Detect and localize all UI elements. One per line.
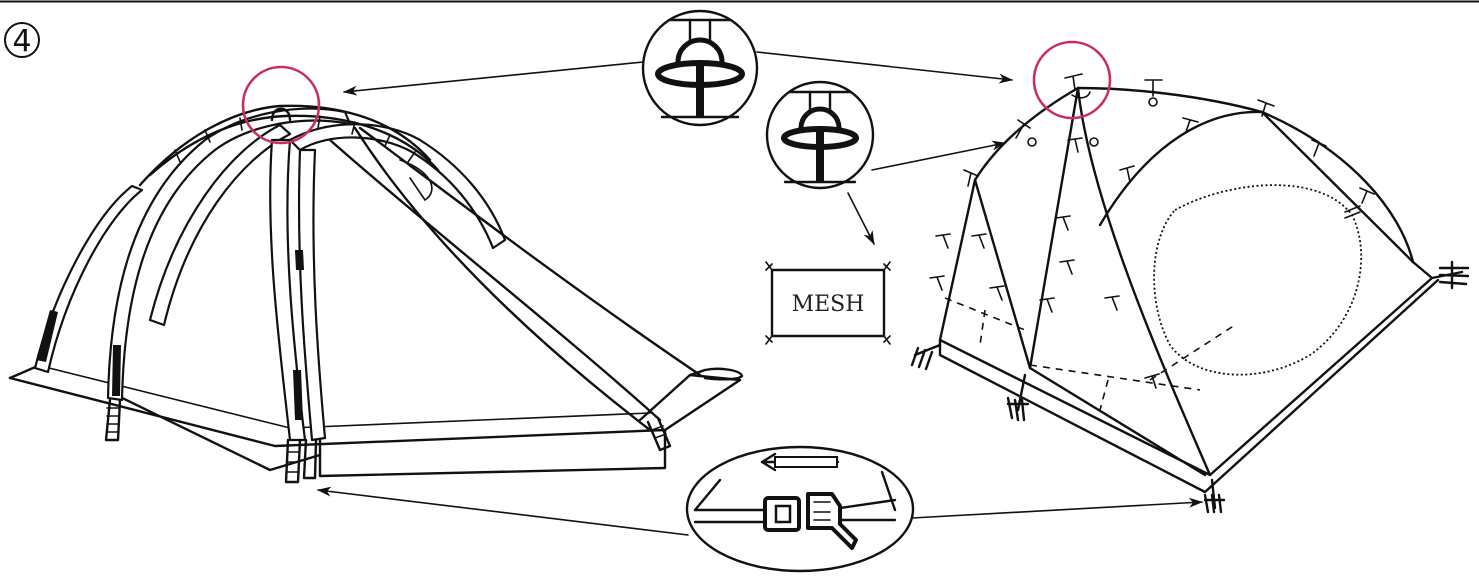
left-stake-strap [104,398,122,442]
top-clip-callout [343,9,1013,127]
mesh-label-box: MESH [765,261,891,345]
left-tent-illustration [8,65,744,484]
left-tent-top-highlight [241,65,321,145]
right-tent-corner-stakes [910,260,1470,514]
step-number-badge: 4 [4,22,40,59]
pole-clip-side-icon [781,90,859,184]
right-tent-top-highlight [1032,40,1112,120]
mesh-label: MESH [792,292,865,317]
right-tent-illustration [910,40,1470,514]
pole-clip-top-icon [655,18,745,119]
side-clip-callout [765,80,1006,245]
buckle-callout [317,445,1203,573]
center-stake-strap [284,438,318,484]
step-number: 4 [12,24,31,59]
front-stake-strap [646,416,672,452]
side-release-buckle-icon [693,452,897,550]
